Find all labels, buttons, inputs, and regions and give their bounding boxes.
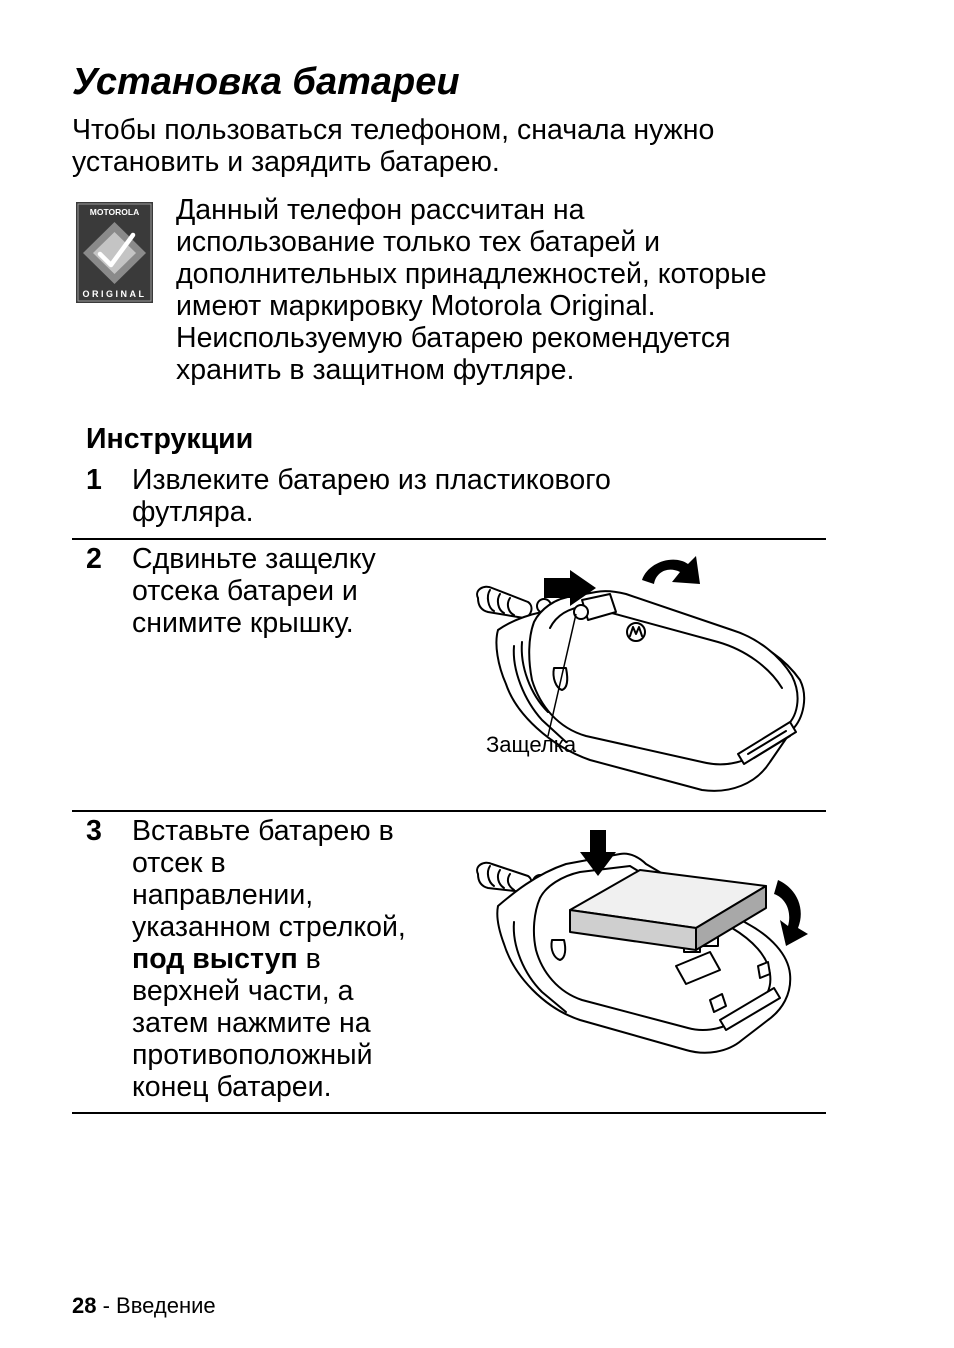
note-line: дополнительных принадлежностей, которые [176, 258, 767, 290]
instructions-heading: Инструкции [86, 423, 254, 455]
step-divider [72, 1112, 826, 1114]
step-line: снимите крышку. [132, 607, 354, 639]
intro-paragraph: Чтобы пользоваться телефоном, сначала ну… [72, 114, 872, 178]
step-line: направлении, [132, 879, 314, 911]
note-line: использование только тех батарей и [176, 226, 661, 258]
step-line: отсек в [132, 847, 226, 879]
step-line: конец батареи. [132, 1071, 332, 1103]
page-number: 28 [72, 1293, 97, 1318]
step-line: отсека батареи и [132, 575, 358, 607]
motorola-original-logo-icon: MOTOROLA ORIGINAL [76, 202, 153, 303]
step-3-text: Вставьте батарею в отсек в направлении, … [132, 815, 406, 1103]
footer-separator: - [96, 1293, 117, 1318]
step-1-number: 1 [86, 464, 102, 496]
note-line: Неиспользуемую батарею рекомендуется [176, 322, 731, 354]
step-line-tail: в [297, 943, 321, 975]
step-line: противоположный [132, 1039, 373, 1071]
intro-line: установить и зарядить батарею. [72, 146, 500, 178]
compatibility-note: Данный телефон рассчитан на использовани… [176, 194, 876, 386]
latch-callout-label: Защелка [486, 732, 577, 757]
logo-caption: ORIGINAL [83, 289, 147, 299]
logo-brand: MOTOROLA [90, 207, 139, 217]
footer-section: Введение [116, 1293, 216, 1318]
step-line: верхней части, а [132, 975, 354, 1007]
step-2-text: Сдвиньте защелку отсека батареи и снимит… [132, 543, 376, 639]
note-line: имеют маркировку Motorola Original. [176, 290, 656, 322]
intro-line: Чтобы пользоваться телефоном, сначала ну… [72, 114, 715, 146]
step-3-number: 3 [86, 815, 102, 847]
step-line: под выступ в [132, 943, 406, 975]
step-line: Извлеките батарею из пластикового [132, 464, 611, 496]
page-title: Установка батареи [72, 61, 460, 103]
step-emphasis: под выступ [132, 943, 298, 975]
step-line: футляра. [132, 496, 254, 528]
page-footer: 28 - Введение [72, 1292, 216, 1320]
phone-back-cover-removal-illustration [476, 556, 806, 792]
note-line: хранить в защитном футляре. [176, 354, 575, 386]
step-divider [72, 538, 826, 540]
step-line: Вставьте батарею в [132, 815, 394, 847]
step-divider [72, 810, 826, 812]
step-line: затем нажмите на [132, 1007, 371, 1039]
step-1-text: Извлеките батарею из пластикового футляр… [132, 464, 611, 528]
step-line: Сдвиньте защелку [132, 543, 376, 575]
phone-battery-insertion-illustration [476, 830, 808, 1054]
step-2-number: 2 [86, 543, 102, 575]
note-line: Данный телефон рассчитан на [176, 194, 585, 226]
step-line: указанном стрелкой, [132, 911, 406, 943]
